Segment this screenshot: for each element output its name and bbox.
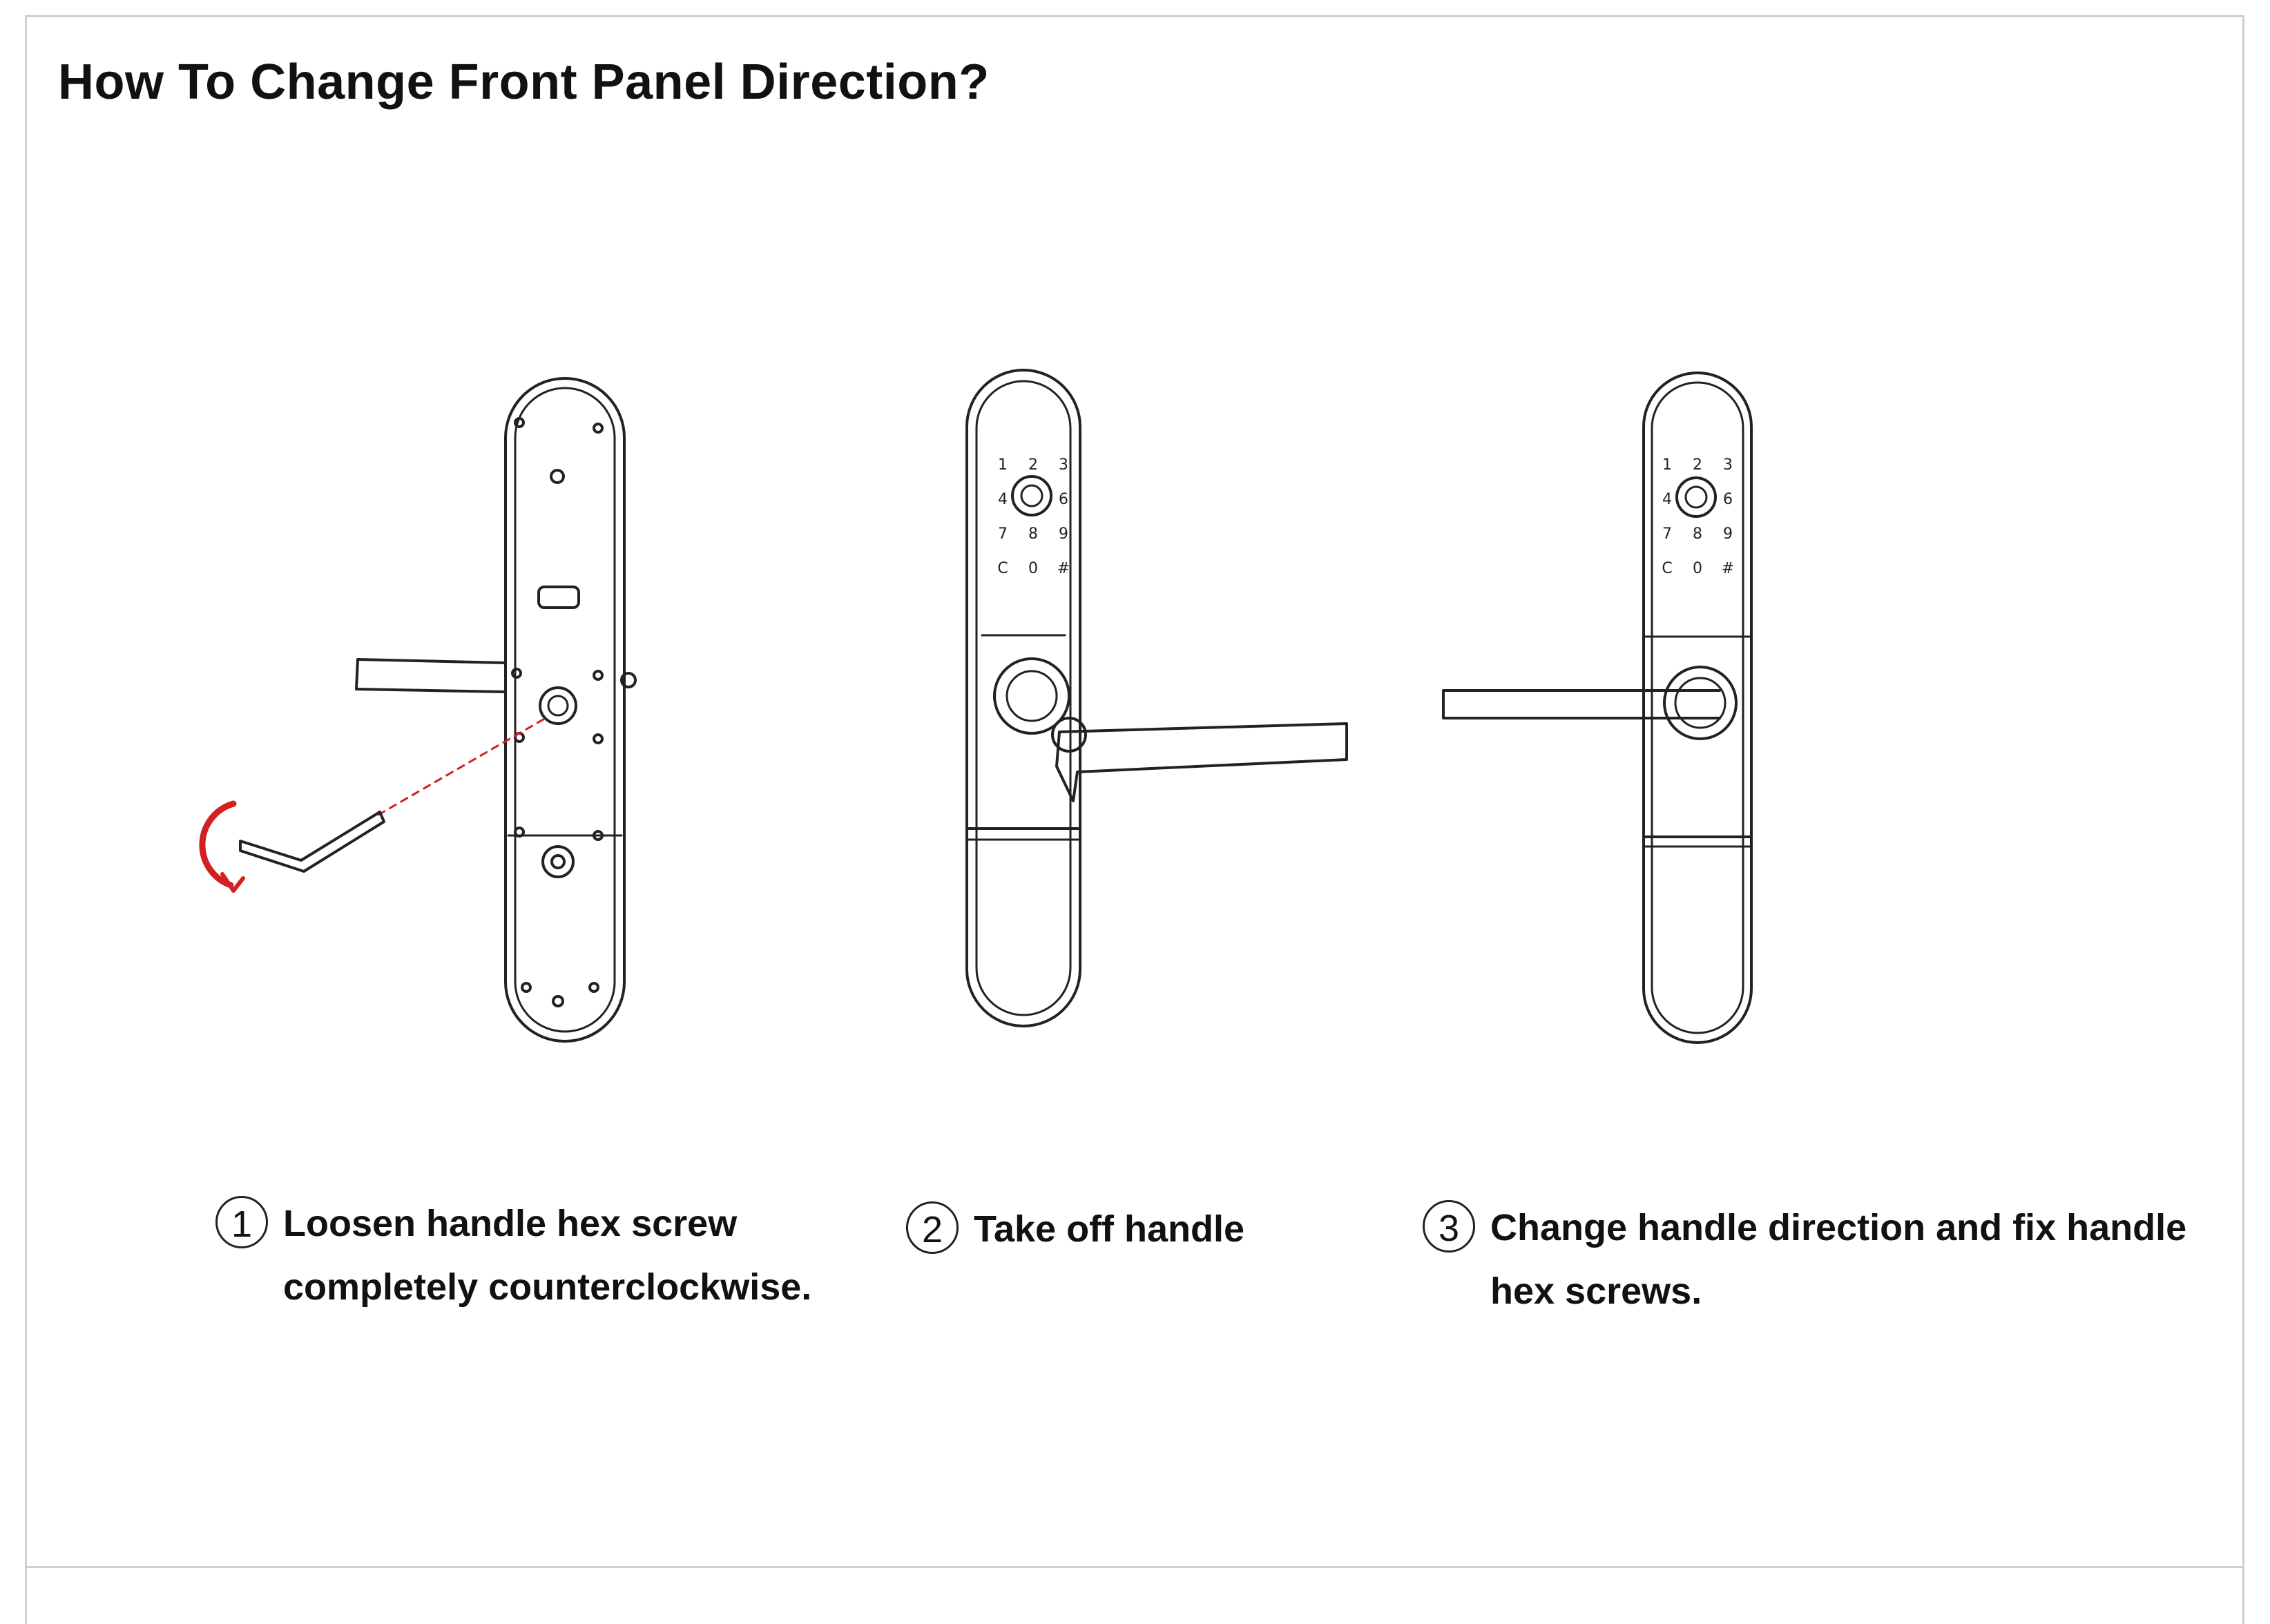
keypad-key-4: 4 xyxy=(1662,491,1672,508)
handle-stub xyxy=(355,658,507,693)
keypad-key-3: 3 xyxy=(1059,456,1068,474)
page-frame xyxy=(25,15,2244,1624)
step-1-text: Loosen handle hex screw completely count… xyxy=(283,1203,812,1308)
front-panel-outline-final xyxy=(1642,371,1753,1044)
keypad-figure-3: 1 2 3 4 6 7 8 9C 0 # xyxy=(1662,456,1734,577)
hex-key xyxy=(239,811,385,873)
counterclockwise-arrow xyxy=(199,800,237,889)
keypad-key-2: 2 xyxy=(1693,456,1702,474)
lever-handle-left xyxy=(1442,689,1721,719)
lock-front-panel-figure-handle-off xyxy=(965,369,1348,1027)
keypad-key-1: 1 xyxy=(1662,456,1672,474)
keypad-key-4: 4 xyxy=(998,491,1008,508)
keypad-key-0: 0 xyxy=(1028,560,1038,577)
front-panel-outline xyxy=(965,369,1081,1027)
keypad-key-9: 9 xyxy=(1059,525,1068,543)
page-title: How To Change Front Panel Direction? xyxy=(58,55,990,110)
keypad-key-0: 0 xyxy=(1693,560,1702,577)
keypad-key-C: C xyxy=(997,560,1008,577)
keypad-key-2: 2 xyxy=(1028,456,1038,474)
step-number-2: 2 xyxy=(906,1201,959,1254)
hex-screw-socket xyxy=(539,686,577,725)
keypad-key-6: 6 xyxy=(1723,491,1733,508)
back-panel-outline xyxy=(504,377,626,1043)
bottom-divider xyxy=(25,1566,2244,1568)
keypad-key-1: 1 xyxy=(998,456,1008,474)
keypad-figure-2: 1 2 3 4 6 7 8 9C 0 # xyxy=(997,456,1070,577)
keypad-key-3: 3 xyxy=(1723,456,1733,474)
step-3: 3 Change handle direction and fix handle… xyxy=(1423,1196,2217,1323)
keypad-key-7: 7 xyxy=(1662,525,1672,543)
keypad-key-#: # xyxy=(1057,560,1070,577)
keypad-key-6: 6 xyxy=(1059,491,1068,508)
step-2-text: Take off handle xyxy=(974,1208,1245,1250)
keypad-key-8: 8 xyxy=(1028,525,1038,543)
lever-handle xyxy=(1055,722,1348,802)
step-number-1: 1 xyxy=(215,1196,268,1248)
keypad-key-C: C xyxy=(1662,560,1672,577)
lock-front-panel-figure-handle-changed xyxy=(1442,371,1753,1044)
step-2: 2 Take off handle xyxy=(906,1197,1389,1261)
keypad-key-9: 9 xyxy=(1723,525,1733,543)
step-3-text: Change handle direction and fix handle h… xyxy=(1490,1207,2187,1312)
step-1: 1 Loosen handle hex screw completely cou… xyxy=(215,1192,837,1319)
installation-diagram: 1 2 3 4 6 7 8 9C 0 # 1 2 3 4 6 7 8 9C 0 # xyxy=(199,369,1753,1044)
keypad-key-7: 7 xyxy=(998,525,1008,543)
keypad-key-8: 8 xyxy=(1693,525,1702,543)
keypad-key-#: # xyxy=(1722,560,1734,577)
step-number-3: 3 xyxy=(1423,1200,1475,1253)
lock-back-panel-figure xyxy=(199,377,637,1043)
